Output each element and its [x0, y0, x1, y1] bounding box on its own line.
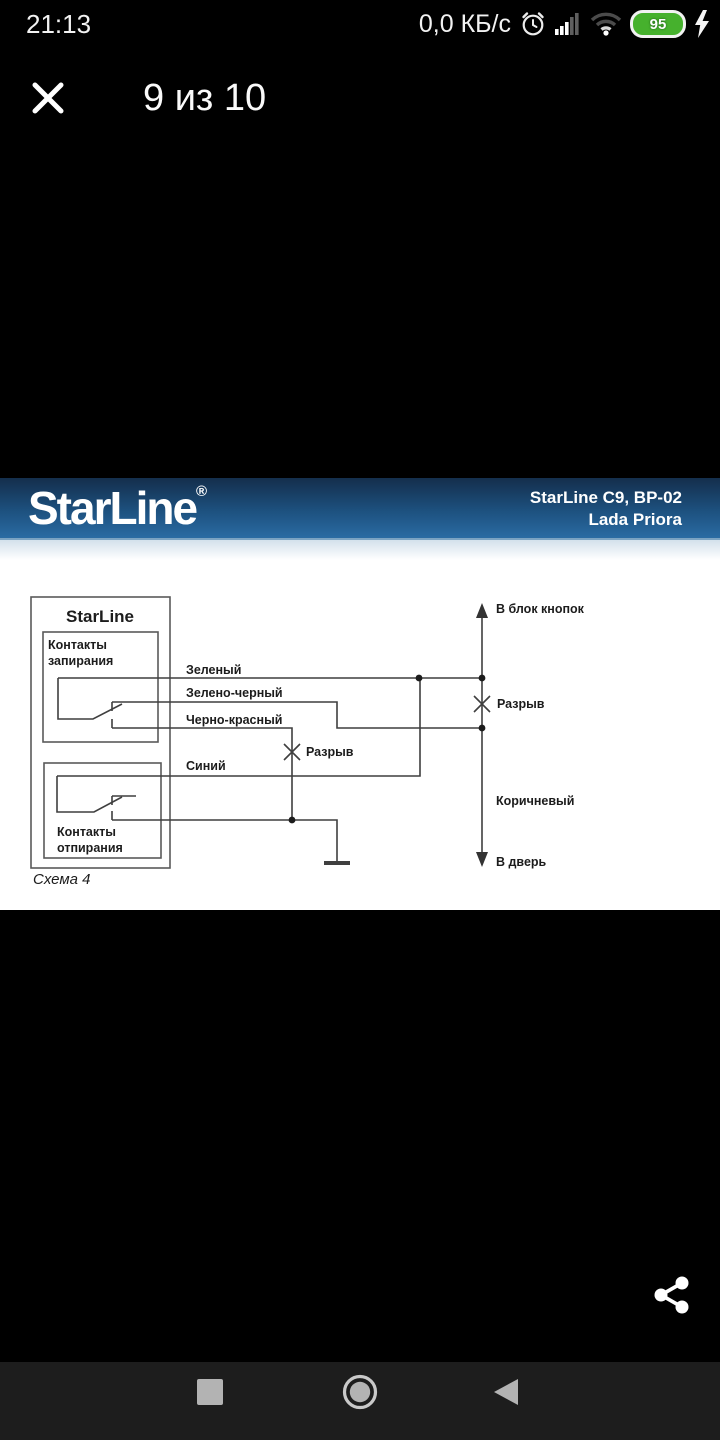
break-x-left: [283, 743, 301, 761]
back-button[interactable]: [492, 1378, 519, 1406]
wire-black-red-label: Черно-красный: [186, 713, 282, 727]
status-icons: 0,0 КБ/с 95: [419, 0, 710, 48]
arrow-up-icon: [476, 603, 488, 618]
model-line: StarLine C9, BP-02: [529, 488, 682, 507]
charging-bolt-icon: [695, 10, 709, 38]
recents-button[interactable]: [197, 1379, 223, 1405]
starline-banner: StarLine® StarLine C9, BP-02 Lada Priora: [0, 478, 720, 540]
wire-blue-line: [57, 678, 421, 777]
home-button[interactable]: [340, 1372, 380, 1412]
banner-model-info: StarLine C9, BP-02 Lada Priora: [530, 487, 682, 531]
trademark-symbol: ®: [196, 483, 208, 500]
status-time: 21:13: [26, 9, 92, 39]
status-bar: 21:13 0,0 КБ/с 95: [0, 0, 720, 48]
banner-fade: [0, 540, 720, 560]
battery-indicator: 95: [630, 10, 686, 38]
unit-outer-box: [30, 596, 171, 869]
battery-percent: 95: [649, 15, 667, 33]
scheme-caption: Схема 4: [33, 871, 90, 888]
wire-green-black-line: [112, 701, 482, 729]
starline-logo: StarLine®: [28, 481, 207, 535]
wifi-icon: [590, 12, 622, 36]
unlock-contacts-label-1: Контакты: [57, 825, 116, 839]
lock-switch: [57, 678, 123, 720]
wire-black-red-line: [112, 727, 293, 820]
unlock-contacts-label-2: отпирания: [57, 841, 123, 855]
arrow-down-icon: [476, 852, 488, 867]
break-x-right: [473, 695, 491, 713]
to-button-block-label: В блок кнопок: [496, 602, 585, 616]
wire-lines: [56, 616, 491, 865]
network-speed: 0,0 КБ/с: [418, 9, 511, 38]
car-line: Lada Priora: [588, 510, 682, 529]
ground-line: [112, 819, 338, 862]
wire-brown-label: Коричневый: [496, 794, 574, 808]
to-door-label: В дверь: [496, 855, 547, 869]
document-page[interactable]: StarLine® StarLine C9, BP-02 Lada Priora: [0, 478, 720, 910]
wire-blue-label: Синий: [186, 759, 226, 773]
lock-contacts-label-2: запирания: [48, 654, 113, 668]
lock-contacts-box: [42, 631, 159, 743]
share-icon[interactable]: [651, 1273, 695, 1317]
viewer-header: 9 из 10: [0, 72, 720, 128]
break-right-label: Разрыв: [497, 697, 545, 711]
junction-dots: [288, 674, 486, 824]
lock-contacts-label-1: Контакты: [48, 638, 107, 652]
logo-text: StarLine: [28, 482, 198, 534]
wire-green-label: Зеленый: [186, 663, 241, 677]
navigation-bar: [0, 1362, 720, 1440]
unlock-switch-contacts: [111, 795, 136, 820]
wire-green-black-label: Зелено-черный: [186, 686, 283, 700]
alarm-clock-icon: [522, 12, 544, 36]
unit-label: StarLine: [66, 607, 134, 626]
break-left-label: Разрыв: [306, 745, 354, 759]
unlock-switch: [56, 776, 123, 813]
cell-signal-icon: [555, 13, 579, 35]
unlock-contacts-box: [43, 762, 162, 859]
page-counter: 9 из 10: [143, 77, 267, 119]
wiring-diagram: StarLine Контакты запирания Контакты отп…: [30, 596, 585, 888]
close-icon[interactable]: [28, 78, 68, 118]
